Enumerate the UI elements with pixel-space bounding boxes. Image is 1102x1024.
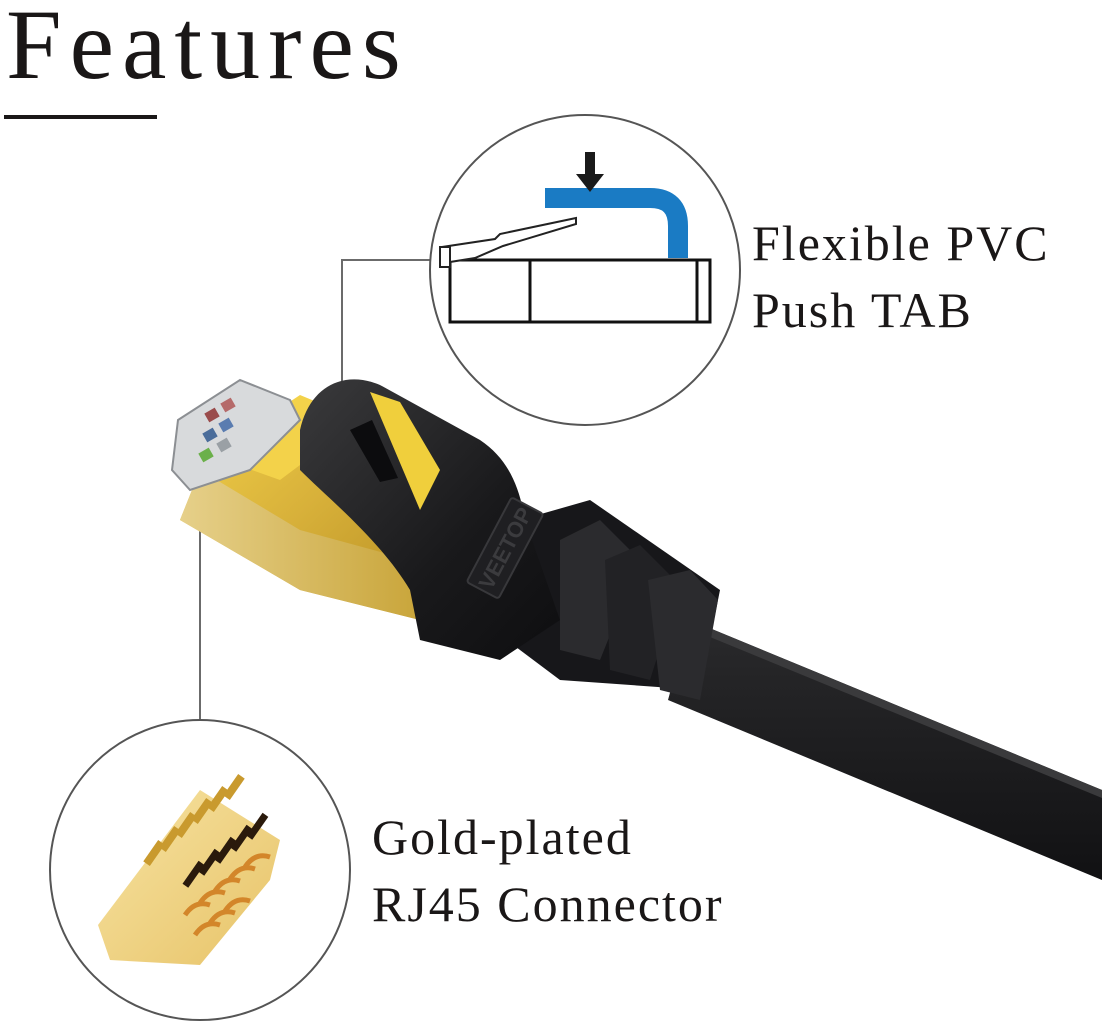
title-underline <box>4 115 157 119</box>
push-tab-callout-circle <box>429 114 741 426</box>
leader-line-push-tab <box>341 259 432 402</box>
callout-rj45-line1: Gold-plated <box>372 809 633 865</box>
flexible-tab-shape <box>545 188 688 258</box>
callout-label-push-tab: Flexible PVC Push TAB <box>752 210 1050 344</box>
page-title: Features <box>6 0 409 100</box>
strain-relief <box>480 500 720 700</box>
rj45-plug-front <box>170 378 302 492</box>
callout-push-tab-line2: Push TAB <box>752 282 973 338</box>
gold-contacts-illustration <box>98 774 280 965</box>
callout-push-tab-line1: Flexible PVC <box>752 215 1050 271</box>
push-down-arrow-icon <box>576 152 604 192</box>
callout-rj45-line2: RJ45 Connector <box>372 876 724 932</box>
callout-label-rj45: Gold-plated RJ45 Connector <box>372 804 724 938</box>
wire-colors <box>198 397 236 463</box>
rj45-callout-circle <box>49 719 351 1021</box>
flat-cable <box>668 620 1102 880</box>
